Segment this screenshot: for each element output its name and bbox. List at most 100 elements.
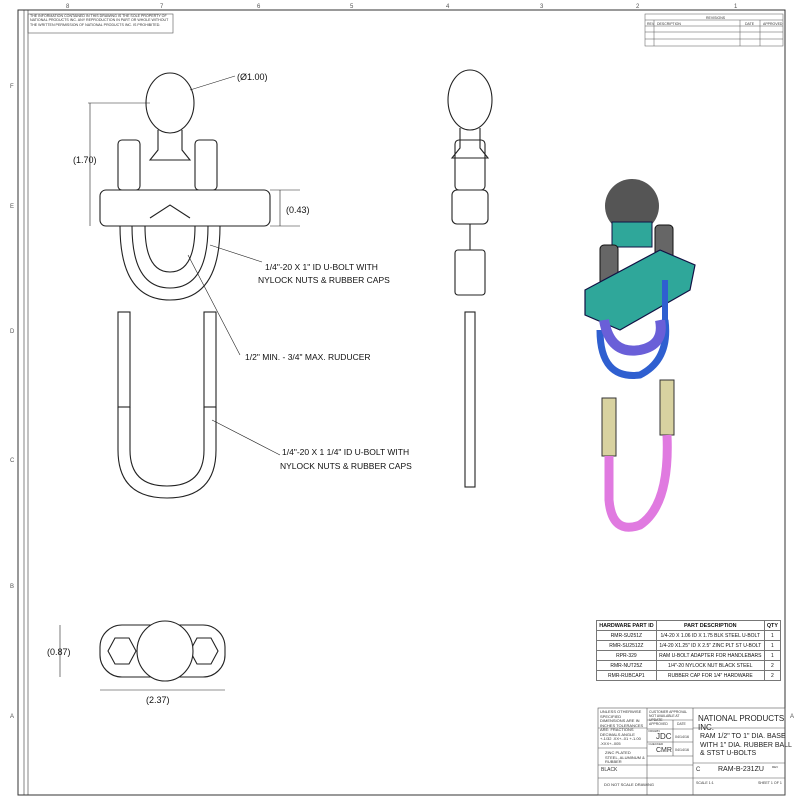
zone-col: 4 <box>446 4 450 10</box>
drawing-title: WITH 1" DIA. RUBBER BALL <box>700 741 792 749</box>
revision-block <box>644 13 784 47</box>
qty: 2 <box>763 670 782 681</box>
description-header: DESCRIPTION <box>657 22 681 26</box>
bottom-height-dim: (0.87) <box>47 647 71 657</box>
ubolt-small-callout: NYLOCK NUTS & RUBBER CAPS <box>258 275 390 285</box>
part-description: 1/4"-20 NYLOCK NUT BLACK STEEL <box>655 660 765 671</box>
drawn-label: DRAWN <box>648 728 660 733</box>
isometric-view <box>584 179 696 532</box>
tolerance-note: UNLESS OTHERWISE SPECIFIED DIMENSIONS AR… <box>600 709 644 746</box>
part-description: RAM U-BOLT ADAPTER FOR HANDLEBARS <box>655 650 765 661</box>
ball-3d <box>605 179 659 233</box>
rubber-ball <box>145 72 195 134</box>
part-id: RMR-NUT25Z <box>596 660 657 671</box>
reducer-3d <box>599 318 666 356</box>
base-3d <box>584 249 696 331</box>
qty: 1 <box>763 640 782 651</box>
material: ZINC PLATED STEEL, ALUMINUM & RUBBER <box>605 750 645 764</box>
height-dim: (1.70) <box>73 155 97 165</box>
part-description: RUBBER CAP FOR 1/4" HARDWARE <box>655 670 765 681</box>
zone-col: 7 <box>160 4 164 10</box>
ubolt-large-3d <box>604 434 672 532</box>
zone-col: 2 <box>636 4 640 10</box>
ubolt-small-callout: 1/4"-20 X 1" ID U-BOLT WITH <box>265 262 378 272</box>
approved-label: APPROVED <box>649 721 668 726</box>
part-id: RMR-SU2512Z <box>596 640 657 651</box>
nut-left <box>117 139 141 191</box>
scale: SCALE 1:1 <box>696 781 714 785</box>
qty: 2 <box>763 660 782 671</box>
cap-3d <box>659 379 675 436</box>
checked-by: CMR <box>656 746 672 754</box>
reducer <box>144 225 196 273</box>
part-id: RPR-329 <box>596 650 657 661</box>
ball-dia-dim: (Ø1.00) <box>237 72 268 82</box>
cap-3d <box>601 397 617 457</box>
ubolt-small-3d <box>596 319 670 379</box>
front-dimensions <box>88 75 300 356</box>
sheet-number: SHEET 1 OF 1 <box>758 781 782 785</box>
zone-row: D <box>10 329 15 335</box>
date-header: DATE <box>745 22 755 26</box>
approved-header: APPROVED <box>763 22 783 26</box>
checked-date: 04/14/16 <box>675 748 689 752</box>
zone-labels: 8 7 6 5 4 3 2 1 F E D C B A A <box>10 4 794 720</box>
part-id: RMR-SU251Z <box>596 630 657 641</box>
hardware-table: HARDWARE PART ID PART DESCRIPTION QTY RM… <box>596 620 782 681</box>
base-thickness-dim: (0.43) <box>286 205 310 215</box>
zone-col: 5 <box>350 4 354 10</box>
zone-col: 1 <box>734 4 738 10</box>
zone-row: C <box>10 458 15 464</box>
zone-row: B <box>10 584 14 590</box>
zone-row: E <box>10 204 14 210</box>
table-header-row: HARDWARE PART ID PART DESCRIPTION QTY <box>596 620 782 631</box>
company-name: NATIONAL PRODUCTS INC. <box>698 714 785 732</box>
part-description: 1/4-20 X 1.06 ID X 1.75 BLK STEEL U-BOLT <box>655 630 765 641</box>
rev-header: REV <box>647 22 655 26</box>
confidential-note: CUSTOMER APPROVAL NOT AVAILABLE AT UPDAT… <box>649 710 687 722</box>
date-label: DATE <box>677 721 686 726</box>
ubolt-large-callout: NYLOCK NUTS & RUBBER CAPS <box>280 461 412 471</box>
finish: BLACK <box>601 767 618 773</box>
zone-col: 6 <box>257 4 261 10</box>
proprietary-notice: THE INFORMATION CONTAINED IN THIS DRAWIN… <box>30 14 169 27</box>
drawing-title: RAM 1/2" TO 1" DIA. BASE <box>700 733 786 740</box>
sheet-border <box>17 9 786 796</box>
qty: 1 <box>763 630 782 641</box>
drawn-by: JDC <box>656 732 672 741</box>
notice-box <box>27 13 174 34</box>
title-block <box>597 707 786 796</box>
sheet-size: C <box>696 767 701 773</box>
drawing-number: RAM-B-231ZU <box>718 766 764 773</box>
drawing-title: & STST U-BOLTS <box>700 750 757 757</box>
col-header: HARDWARE PART ID <box>596 620 657 631</box>
front-view <box>99 72 271 301</box>
zone-row: A <box>790 714 794 720</box>
reducer-callout: 1/2" MIN. - 3/4" MAX. RUDUCER <box>245 352 371 362</box>
part-description: 1/4-20 X1.25" ID X 2.5" ZINC PLT ST U-BO… <box>655 640 765 651</box>
nut-right <box>194 139 218 191</box>
zone-row: F <box>10 84 14 90</box>
col-header: PART DESCRIPTION <box>655 620 765 631</box>
ubolt-large-callout: 1/4"-20 X 1 1/4" ID U-BOLT WITH <box>282 447 409 457</box>
large-u-bolt-view <box>117 311 281 499</box>
drawn-date: 04/14/16 <box>675 735 689 739</box>
bottom-view <box>59 620 226 691</box>
rev-label: REV <box>772 765 779 769</box>
zone-row: A <box>10 714 14 720</box>
zone-col: 3 <box>540 4 544 10</box>
zone-col: 8 <box>66 4 70 10</box>
u-bolt-small <box>119 225 221 301</box>
part-id: RMR-RUBCAP1 <box>596 670 657 681</box>
side-view <box>447 69 493 488</box>
base-plate <box>99 189 271 227</box>
qty: 1 <box>763 650 782 661</box>
col-header: QTY <box>763 620 782 631</box>
